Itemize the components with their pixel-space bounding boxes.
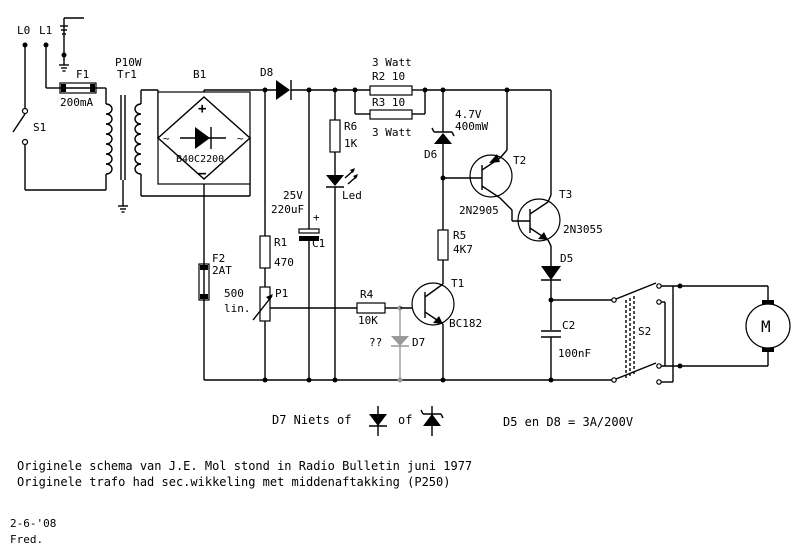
switch-s2: S2 <box>551 282 683 385</box>
diode-d7: ?? D7 <box>369 308 425 380</box>
label-P1: P1 <box>275 287 288 300</box>
diode-symbol-icon <box>369 406 387 436</box>
label-D7: D7 <box>412 336 425 349</box>
label-D7-q: ?? <box>369 336 382 349</box>
svg-text:−: − <box>198 166 206 182</box>
fuse-f2: F2 2AT <box>198 184 232 380</box>
label-T2: T2 <box>513 154 526 167</box>
capacitor-c1: + 25V 220uF C1 <box>271 90 325 380</box>
label-D5: D5 <box>560 252 573 265</box>
label-F1-value: 200mA <box>60 96 93 109</box>
label-B1: B1 <box>193 68 206 81</box>
label-D6-power: 400mW <box>455 120 488 133</box>
label-D6: D6 <box>424 148 437 161</box>
led: Led <box>326 168 362 380</box>
label-T3-type: 2N3055 <box>563 223 603 236</box>
label-R1: R1 <box>274 236 287 249</box>
svg-text:~: ~ <box>163 132 170 145</box>
svg-text:+: + <box>198 101 206 117</box>
svg-text:+: + <box>313 211 320 224</box>
switch-s1: S1 <box>12 107 106 191</box>
label-T2-type: 2N2905 <box>459 204 499 217</box>
label-D8: D8 <box>260 66 273 79</box>
label-T1-type: BC182 <box>449 317 482 330</box>
note-author: Fred. <box>10 533 43 546</box>
resistor-r4: R4 10K <box>356 288 425 327</box>
label-Tr1-power: P10W <box>115 56 142 69</box>
legend: D7 Niets of of D5 en D8 = 3A/200V <box>272 406 633 436</box>
label-S1: S1 <box>33 121 46 134</box>
transistor-t2: T2 2N2905 <box>443 87 526 217</box>
label-F1: F1 <box>76 68 89 81</box>
label-R5-value: 4K7 <box>453 243 473 256</box>
zener-d6: 4.7V 400mW D6 <box>424 87 488 230</box>
transistor-t3: T3 2N3055 <box>511 90 603 266</box>
label-Led: Led <box>342 189 362 202</box>
label-F2: F2 <box>212 252 225 265</box>
resistors-r2-r3: 3 Watt R2 10 R3 10 3 Watt <box>354 56 551 139</box>
earth-icon <box>59 17 84 72</box>
legend-of-text: of <box>398 413 412 427</box>
legend-diodes-text: D5 en D8 = 3A/200V <box>503 415 633 429</box>
label-B1-type: B40C2200 <box>176 154 224 165</box>
label-D6-voltage: 4.7V <box>455 108 482 121</box>
label-L0: L0 <box>17 24 30 37</box>
diode-d5: D5 <box>541 252 573 330</box>
resistor-r6: R6 1K <box>329 90 358 175</box>
label-R6: R6 <box>344 120 357 133</box>
label-R3-title: 3 Watt <box>372 126 412 139</box>
label-R1-value: 470 <box>274 256 294 269</box>
label-R2-title: 3 Watt <box>372 56 412 69</box>
potentiometer-p1: P1 500 lin. <box>224 286 357 380</box>
legend-d7-text: D7 Niets of <box>272 413 351 427</box>
note-line-1: Originele schema van J.E. Mol stond in R… <box>17 459 472 473</box>
label-T3: T3 <box>559 188 572 201</box>
transistor-t1: T1 BC182 <box>411 277 482 380</box>
label-L1: L1 <box>39 24 52 37</box>
svg-text:~: ~ <box>237 132 244 145</box>
label-P1-type: lin. <box>224 302 251 315</box>
label-R4: R4 <box>360 288 374 301</box>
label-motor: M <box>761 317 771 336</box>
label-C1-value: 220uF <box>271 203 304 216</box>
capacitor-c2: C2 100nF <box>541 319 591 383</box>
note-line-2: Originele trafo had sec.wikkeling met mi… <box>17 475 450 489</box>
fuse-f1: F1 200mA <box>46 68 106 109</box>
motor-m: M <box>680 285 791 367</box>
label-C1: C1 <box>312 237 325 250</box>
label-P1-value: 500 <box>224 287 244 300</box>
label-T1: T1 <box>451 277 464 290</box>
mains-input: L0 L1 <box>17 17 84 108</box>
label-F2-value: 2AT <box>212 264 232 277</box>
label-C2-value: 100nF <box>558 347 591 360</box>
bridge-b1: B1 + − ~ ~ B40C2200 <box>156 68 252 185</box>
note-date: 2-6-'08 <box>10 517 56 530</box>
label-R6-value: 1K <box>344 137 358 150</box>
resistor-r5: R5 4K7 <box>437 229 473 282</box>
label-R5: R5 <box>453 229 466 242</box>
label-R3: R3 10 <box>372 96 405 109</box>
label-Tr1: Tr1 <box>117 68 137 81</box>
label-S2: S2 <box>638 325 651 338</box>
label-R4-value: 10K <box>358 314 378 327</box>
resistor-r1: R1 470 <box>259 90 294 287</box>
zener-symbol-icon <box>420 406 444 436</box>
label-R2: R2 10 <box>372 70 405 83</box>
label-C1-voltage: 25V <box>283 189 303 202</box>
label-C2: C2 <box>562 319 575 332</box>
